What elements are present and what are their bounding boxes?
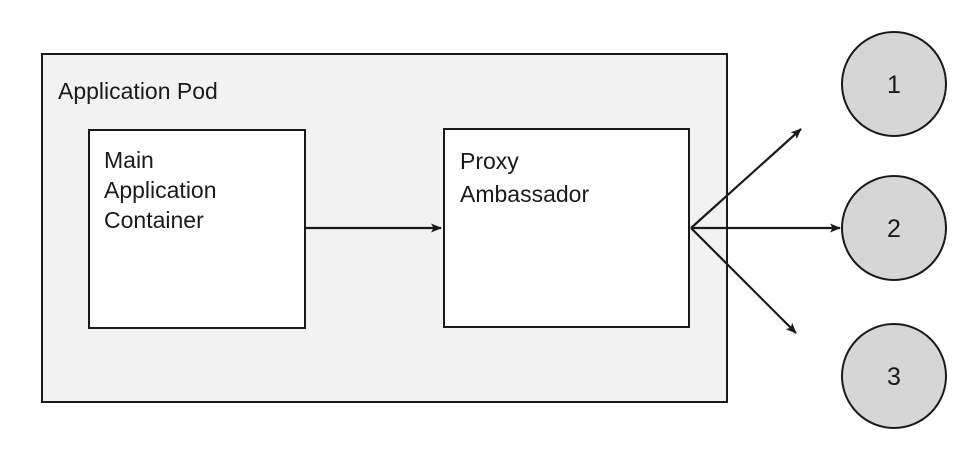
proxy-ambassador-container-label-line-1: Proxy [460,148,519,174]
proxy-ambassador-container-box[interactable] [443,128,690,328]
main-application-container-box[interactable] [88,129,306,329]
connection-proxy-to-service-1 [690,128,802,229]
external-service-1-label: 1 [887,71,901,99]
connection-proxy-to-service-3 [690,227,797,334]
external-service-1-circle[interactable] [841,31,947,137]
application-pod-label: Application Pod [58,78,218,104]
external-service-3-label: 3 [887,363,901,391]
main-application-container-label-line-2: Application [104,177,217,203]
main-application-container-label-line-3: Container [104,207,204,233]
proxy-ambassador-container-label-line-2: Ambassador [460,181,589,207]
external-service-2-label: 2 [887,215,901,243]
external-service-3-circle[interactable] [841,323,947,429]
main-application-container-label-line-1: Main [104,147,154,173]
external-service-2-circle[interactable] [841,175,947,281]
